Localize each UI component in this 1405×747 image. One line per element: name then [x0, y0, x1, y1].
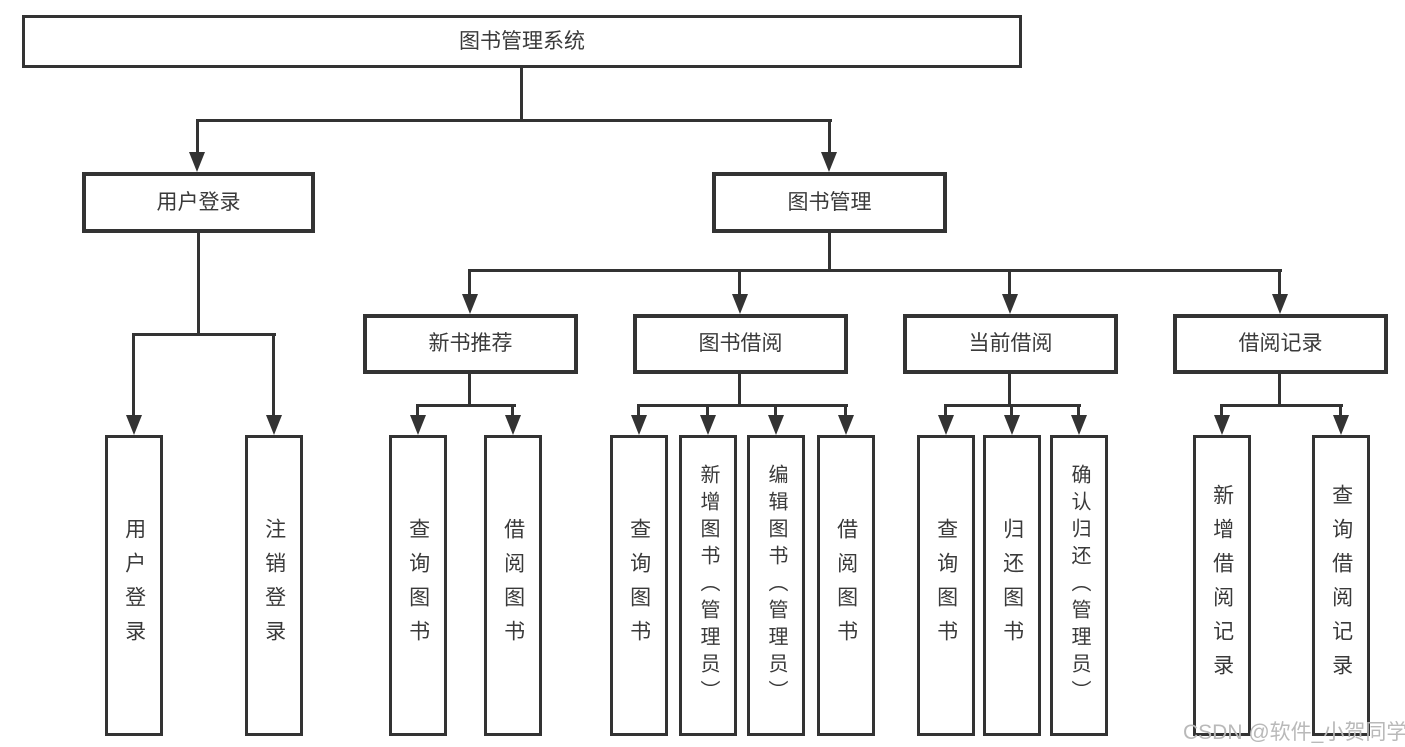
- leaf-query-books-recommend: 查询图书: [389, 435, 447, 736]
- connector-hline: [468, 269, 1282, 272]
- connector-vline: [416, 404, 419, 417]
- leaf-query-borrow-record: 查询借阅记录: [1312, 435, 1370, 736]
- connector-vline: [272, 333, 275, 417]
- arrowhead-down-icon: [631, 415, 647, 435]
- leaf-add-borrow-record: 新增借阅记录: [1193, 435, 1251, 736]
- connector-vline: [1077, 404, 1080, 417]
- connector-vline: [196, 119, 199, 154]
- connector-vline: [828, 119, 831, 154]
- connector-vline: [520, 68, 523, 121]
- leaf-user-login: 用户登录: [105, 435, 163, 736]
- connector-hline: [416, 404, 516, 407]
- connector-vline: [197, 233, 200, 335]
- arrowhead-down-icon: [938, 415, 954, 435]
- node-library-management-system: 图书管理系统: [22, 15, 1022, 68]
- csdn-watermark: CSDN @软件_小贺同学: [1183, 721, 1405, 744]
- connector-vline: [1220, 404, 1223, 417]
- node-current-borrowing: 当前借阅: [903, 314, 1118, 374]
- arrowhead-down-icon: [1004, 415, 1020, 435]
- arrowhead-down-icon: [1272, 294, 1288, 314]
- connector-vline: [511, 404, 514, 417]
- connector-vline: [738, 374, 741, 407]
- node-book-management: 图书管理: [712, 172, 947, 233]
- arrowhead-down-icon: [266, 415, 282, 435]
- connector-vline: [1010, 404, 1013, 417]
- connector-vline: [738, 269, 741, 296]
- leaf-borrow-books-recommend: 借阅图书: [484, 435, 542, 736]
- leaf-add-book-admin: 新增图书（管理员）: [679, 435, 737, 736]
- connector-vline: [1008, 269, 1011, 296]
- leaf-logout: 注销登录: [245, 435, 303, 736]
- connector-vline: [468, 269, 471, 296]
- connector-vline: [1278, 269, 1281, 296]
- arrowhead-down-icon: [126, 415, 142, 435]
- connector-hline: [132, 333, 276, 336]
- leaf-edit-book-admin: 编辑图书（管理员）: [747, 435, 805, 736]
- connector-hline: [197, 119, 832, 122]
- arrowhead-down-icon: [189, 152, 205, 172]
- leaf-borrow-books-borrowing: 借阅图书: [817, 435, 875, 736]
- leaf-query-books-current: 查询图书: [917, 435, 975, 736]
- leaf-query-books-borrowing: 查询图书: [610, 435, 668, 736]
- arrowhead-down-icon: [1071, 415, 1087, 435]
- connector-vline: [844, 404, 847, 417]
- connector-vline: [132, 333, 135, 417]
- arrowhead-down-icon: [505, 415, 521, 435]
- arrowhead-down-icon: [732, 294, 748, 314]
- connector-vline: [706, 404, 709, 417]
- leaf-confirm-return-admin: 确认归还（管理员）: [1050, 435, 1108, 736]
- arrowhead-down-icon: [768, 415, 784, 435]
- arrowhead-down-icon: [700, 415, 716, 435]
- connector-hline: [1220, 404, 1343, 407]
- connector-vline: [1008, 374, 1011, 407]
- leaf-return-book: 归还图书: [983, 435, 1041, 736]
- connector-vline: [1278, 374, 1281, 407]
- connector-vline: [468, 374, 471, 407]
- arrowhead-down-icon: [1002, 294, 1018, 314]
- node-new-book-recommend: 新书推荐: [363, 314, 578, 374]
- arrowhead-down-icon: [410, 415, 426, 435]
- connector-vline: [1339, 404, 1342, 417]
- arrowhead-down-icon: [462, 294, 478, 314]
- connector-hline: [637, 404, 848, 407]
- node-book-borrowing: 图书借阅: [633, 314, 848, 374]
- arrowhead-down-icon: [1333, 415, 1349, 435]
- connector-vline: [637, 404, 640, 417]
- arrowhead-down-icon: [821, 152, 837, 172]
- node-user-login: 用户登录: [82, 172, 315, 233]
- connector-vline: [774, 404, 777, 417]
- node-borrowing-records: 借阅记录: [1173, 314, 1388, 374]
- arrowhead-down-icon: [838, 415, 854, 435]
- connector-vline: [828, 233, 831, 272]
- connector-vline: [944, 404, 947, 417]
- arrowhead-down-icon: [1214, 415, 1230, 435]
